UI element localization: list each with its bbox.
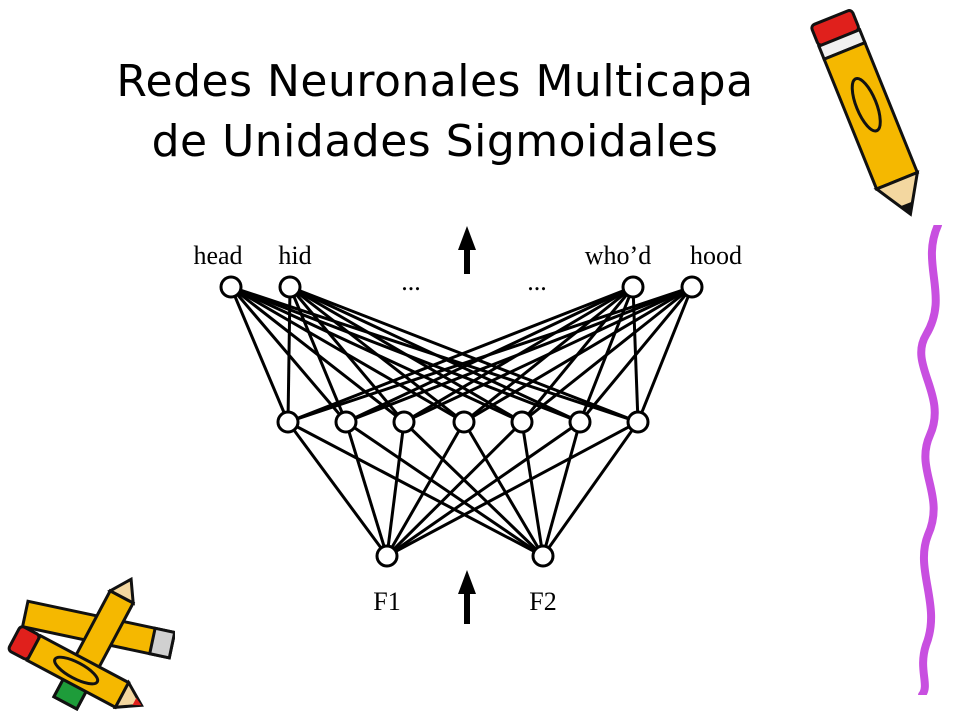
edge-output-1-hidden-0 bbox=[286, 286, 292, 423]
edge-input-0-hidden-0 bbox=[286, 421, 389, 557]
edge-output-0-hidden-0 bbox=[229, 286, 290, 423]
input-node-0 bbox=[375, 544, 399, 568]
output-arrow-icon bbox=[458, 226, 476, 274]
edge-output-3-hidden-1 bbox=[345, 285, 693, 424]
edge-output-2-hidden-0 bbox=[287, 285, 634, 424]
input-arrow-icon bbox=[458, 570, 476, 624]
hidden-node-0 bbox=[276, 410, 300, 434]
edge-input-1-hidden-6 bbox=[541, 421, 640, 557]
output-node-0 bbox=[219, 275, 243, 299]
edge-input-0-hidden-3 bbox=[385, 421, 466, 557]
edge-input-0-hidden-4 bbox=[385, 420, 524, 558]
edge-output-1-hidden-3 bbox=[289, 285, 465, 424]
edge-output-1-hidden-2 bbox=[288, 286, 406, 423]
ellipsis-left: ... bbox=[401, 267, 421, 296]
edge-output-3-hidden-3 bbox=[463, 285, 693, 424]
edge-output-3-hidden-0 bbox=[287, 285, 693, 424]
output-label-hood: hood bbox=[690, 241, 742, 270]
network-edges bbox=[229, 285, 694, 558]
edge-input-1-hidden-0 bbox=[287, 420, 544, 558]
edge-input-1-hidden-1 bbox=[345, 420, 544, 558]
output-label-hid: hid bbox=[278, 241, 311, 270]
edge-input-0-hidden-6 bbox=[386, 420, 639, 558]
hidden-node-4 bbox=[510, 410, 534, 434]
pencils-bottom-left-icon bbox=[7, 576, 175, 711]
edge-output-3-hidden-6 bbox=[636, 286, 694, 423]
hidden-node-1 bbox=[334, 410, 358, 434]
edge-input-1-hidden-5 bbox=[541, 421, 582, 557]
output-node-2 bbox=[621, 275, 645, 299]
output-label-whod: who’d bbox=[585, 241, 651, 270]
title-line-1: Redes Neuronales Multicapa bbox=[116, 56, 754, 107]
title-line-2: de Unidades Sigmoidales bbox=[151, 116, 719, 167]
edge-input-1-hidden-2 bbox=[402, 420, 545, 558]
edge-input-1-hidden-4 bbox=[520, 421, 545, 557]
output-label-head: head bbox=[193, 241, 242, 270]
hidden-node-5 bbox=[568, 410, 592, 434]
edge-input-0-hidden-5 bbox=[386, 420, 581, 558]
edge-output-3-hidden-2 bbox=[403, 285, 693, 424]
input-label-f1: F1 bbox=[373, 587, 400, 616]
pencil-squiggle-right-icon bbox=[917, 225, 942, 695]
output-node-1 bbox=[278, 275, 302, 299]
hidden-node-6 bbox=[626, 410, 650, 434]
edge-input-0-hidden-1 bbox=[344, 421, 389, 557]
network-nodes bbox=[219, 275, 704, 568]
hidden-node-2 bbox=[392, 410, 416, 434]
input-node-1 bbox=[531, 544, 555, 568]
edge-output-1-hidden-1 bbox=[288, 286, 348, 423]
output-node-3 bbox=[680, 275, 704, 299]
ellipsis-right: ... bbox=[527, 267, 547, 296]
edge-output-1-hidden-4 bbox=[289, 285, 523, 424]
edge-input-0-hidden-2 bbox=[385, 421, 406, 557]
input-label-f2: F2 bbox=[529, 587, 556, 616]
edge-input-1-hidden-3 bbox=[462, 421, 545, 557]
edge-output-3-hidden-4 bbox=[521, 285, 693, 424]
slide-title: Redes Neuronales Multicapa de Unidades S… bbox=[0, 52, 870, 172]
pencil-top-right-icon bbox=[810, 9, 920, 217]
hidden-node-3 bbox=[452, 410, 476, 434]
edge-output-3-hidden-5 bbox=[578, 286, 694, 423]
edge-output-1-hidden-5 bbox=[289, 285, 581, 424]
